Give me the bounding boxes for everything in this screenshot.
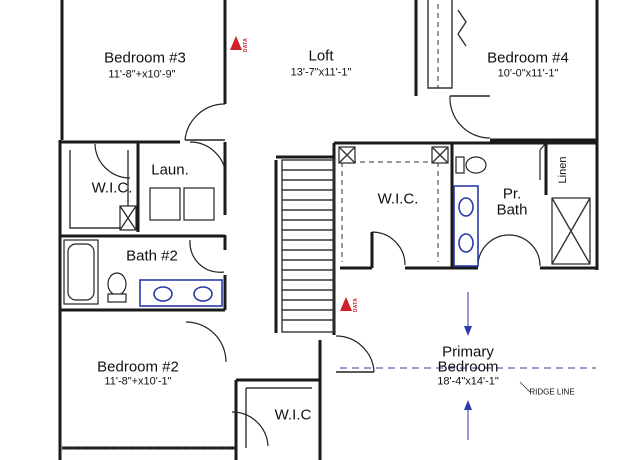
door-wic-center-swing bbox=[371, 231, 406, 266]
wic-center-rod bbox=[341, 161, 448, 262]
shower-drain-lines bbox=[551, 197, 591, 265]
primary-dim: 18'-4"x14'-1" bbox=[437, 375, 499, 388]
sink-primary-upper bbox=[458, 197, 474, 217]
ridge-leader bbox=[519, 381, 531, 393]
bedroom3-name: Bedroom #3 bbox=[104, 49, 186, 67]
sink-bath2-right bbox=[193, 286, 213, 302]
door-primary-swing bbox=[335, 335, 375, 373]
door-bed3-swing bbox=[184, 103, 226, 141]
wic-left-name: W.I.C. bbox=[91, 179, 133, 197]
wic-center-name: W.I.C. bbox=[377, 190, 419, 208]
wic-bottom-shelf bbox=[245, 387, 312, 448]
staircase bbox=[281, 159, 335, 333]
data-marker-top bbox=[230, 36, 242, 50]
data-marker-mid bbox=[340, 297, 352, 311]
bedroom4-dim: 10'-0"x11'-1" bbox=[497, 67, 559, 80]
laundry-name: Laun. bbox=[151, 161, 189, 179]
stair-treads bbox=[282, 169, 334, 321]
door-bath2-swing bbox=[189, 239, 225, 273]
pr-bath-line1: Pr. bbox=[502, 185, 522, 203]
toilet-primary bbox=[465, 156, 487, 174]
arrow-up-head bbox=[464, 400, 472, 410]
ridge-annotations bbox=[340, 292, 596, 440]
chase-center-right-x bbox=[431, 146, 449, 164]
bath2-name: Bath #2 bbox=[126, 247, 178, 265]
loft-dim: 13'-7"x11'-1" bbox=[290, 66, 352, 79]
bathtub-basin bbox=[67, 243, 95, 301]
vanity-primary bbox=[453, 185, 479, 267]
bedroom2-dim: 11'-8"+x10'-1" bbox=[104, 375, 172, 388]
wic-shelf bbox=[69, 150, 129, 229]
primary-line1: Primary bbox=[442, 343, 494, 361]
bed4-closet-shelf bbox=[427, 0, 453, 89]
sink-primary-lower bbox=[458, 233, 474, 253]
linen-name: Linen bbox=[557, 156, 569, 184]
door-bed4-swing bbox=[449, 95, 491, 139]
door-wic-bottom-swing bbox=[231, 411, 269, 447]
door-laundry-swing bbox=[189, 141, 227, 179]
bedroom4-name: Bedroom #4 bbox=[487, 49, 569, 67]
pr-bath-line2: Bath bbox=[496, 201, 528, 219]
bedroom2-name: Bedroom #2 bbox=[97, 358, 179, 376]
data-tag-top: DATA bbox=[243, 37, 249, 53]
sink-bath2-left bbox=[153, 286, 173, 302]
toilet-tank-primary bbox=[455, 156, 465, 174]
chase-wic-x bbox=[119, 205, 137, 231]
door-linen bbox=[539, 142, 547, 180]
toilet-bath2 bbox=[107, 272, 127, 296]
toilet-tank-bath2 bbox=[107, 293, 127, 303]
wic-bottom-name: W.I.C bbox=[274, 406, 312, 424]
primary-line2: Bedroom bbox=[437, 358, 499, 376]
doors bbox=[94, 9, 547, 447]
data-markers bbox=[230, 36, 352, 311]
loft-name: Loft bbox=[308, 47, 334, 65]
chase-center-left-x bbox=[338, 146, 356, 164]
fixtures bbox=[63, 146, 591, 307]
dryer bbox=[183, 187, 215, 221]
ridge-line-label: RIDGE LINE bbox=[529, 387, 575, 397]
shelving bbox=[62, 0, 453, 449]
bedroom3-dim: 11'-8"+x10'-9" bbox=[108, 68, 176, 81]
arrow-down-head bbox=[464, 326, 472, 336]
data-tag-mid: DATA bbox=[353, 297, 359, 313]
bifold-door bbox=[457, 9, 467, 47]
door-wic-swing bbox=[94, 143, 131, 179]
stair-outline bbox=[281, 159, 335, 333]
vanity-bath2 bbox=[139, 279, 223, 307]
washer bbox=[149, 187, 181, 221]
door-bed2-swing bbox=[185, 321, 227, 363]
door-prbath-swing bbox=[477, 234, 541, 267]
